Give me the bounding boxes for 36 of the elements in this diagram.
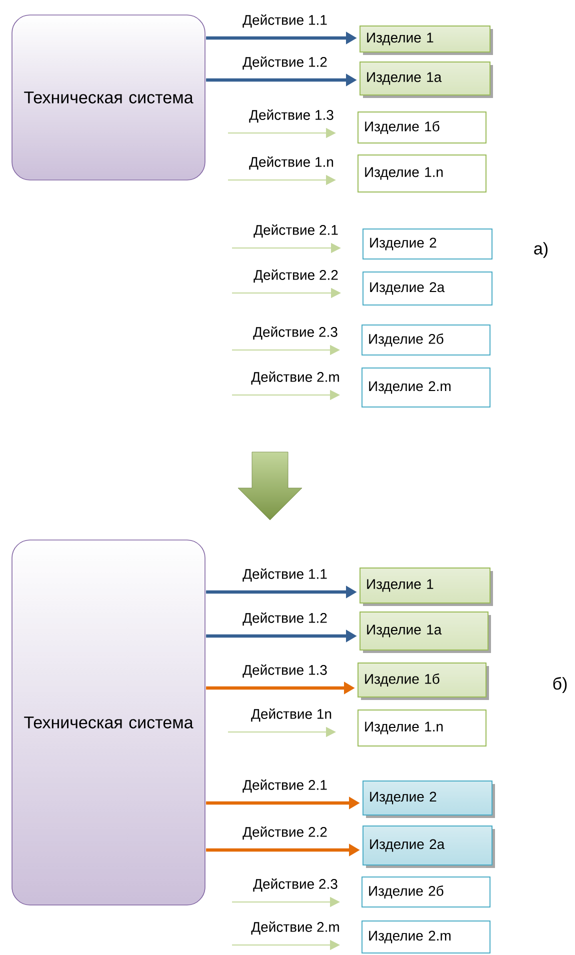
edge-label: Действие 1.1 xyxy=(242,568,327,582)
product-box: Изделие 1а xyxy=(360,62,493,98)
edge-label: Действие 2.2 xyxy=(254,269,338,283)
product-box: Изделие 1а xyxy=(360,612,491,653)
edge-label: Действие 1.1 xyxy=(242,14,327,28)
edge-label: Действие 1n xyxy=(251,708,332,722)
product-box: Изделие 2б xyxy=(362,324,490,356)
product-box: Изделие 1.n xyxy=(358,710,486,746)
edge-label: Действие 1.n xyxy=(249,156,334,170)
edge-label: Действие 2.3 xyxy=(253,878,338,892)
edge-label: Действие 1.3 xyxy=(249,109,334,123)
edge-label: Действие 2.3 xyxy=(253,326,338,340)
product-box: Изделие 2.m xyxy=(362,368,490,408)
edge-label: Действие 1.2 xyxy=(242,612,327,626)
product-box: Изделие 2 xyxy=(362,780,495,818)
edge-label: Действие 2.m xyxy=(251,921,339,935)
product-box: Изделие 1.n xyxy=(358,154,486,192)
product-box: Изделие 1 xyxy=(360,568,493,606)
system-box: Техническая система xyxy=(12,14,206,180)
edge-label: Действие 2.1 xyxy=(242,779,327,793)
product-box: Изделие 2.m xyxy=(362,920,490,954)
product-box: Изделие 1б xyxy=(358,112,486,144)
product-box: Изделие 2а xyxy=(362,826,495,868)
product-box: Изделие 1б xyxy=(358,662,489,700)
product-box: Изделие 2а xyxy=(362,272,492,306)
edge-label: Действие 1.2 xyxy=(242,56,327,70)
edge-label: Действие 1.3 xyxy=(242,664,327,678)
panel-label: б) xyxy=(553,677,567,693)
product-box: Изделие 1 xyxy=(360,26,493,55)
panel-label: а) xyxy=(534,242,548,258)
edge-label: Действие 2.m xyxy=(251,371,339,385)
edge-label: Действие 2.1 xyxy=(254,224,338,238)
product-box: Изделие 2б xyxy=(362,876,490,908)
product-box: Изделие 2 xyxy=(362,228,492,260)
edge-label: Действие 2.2 xyxy=(242,826,327,840)
system-box: Техническая система xyxy=(12,540,206,906)
